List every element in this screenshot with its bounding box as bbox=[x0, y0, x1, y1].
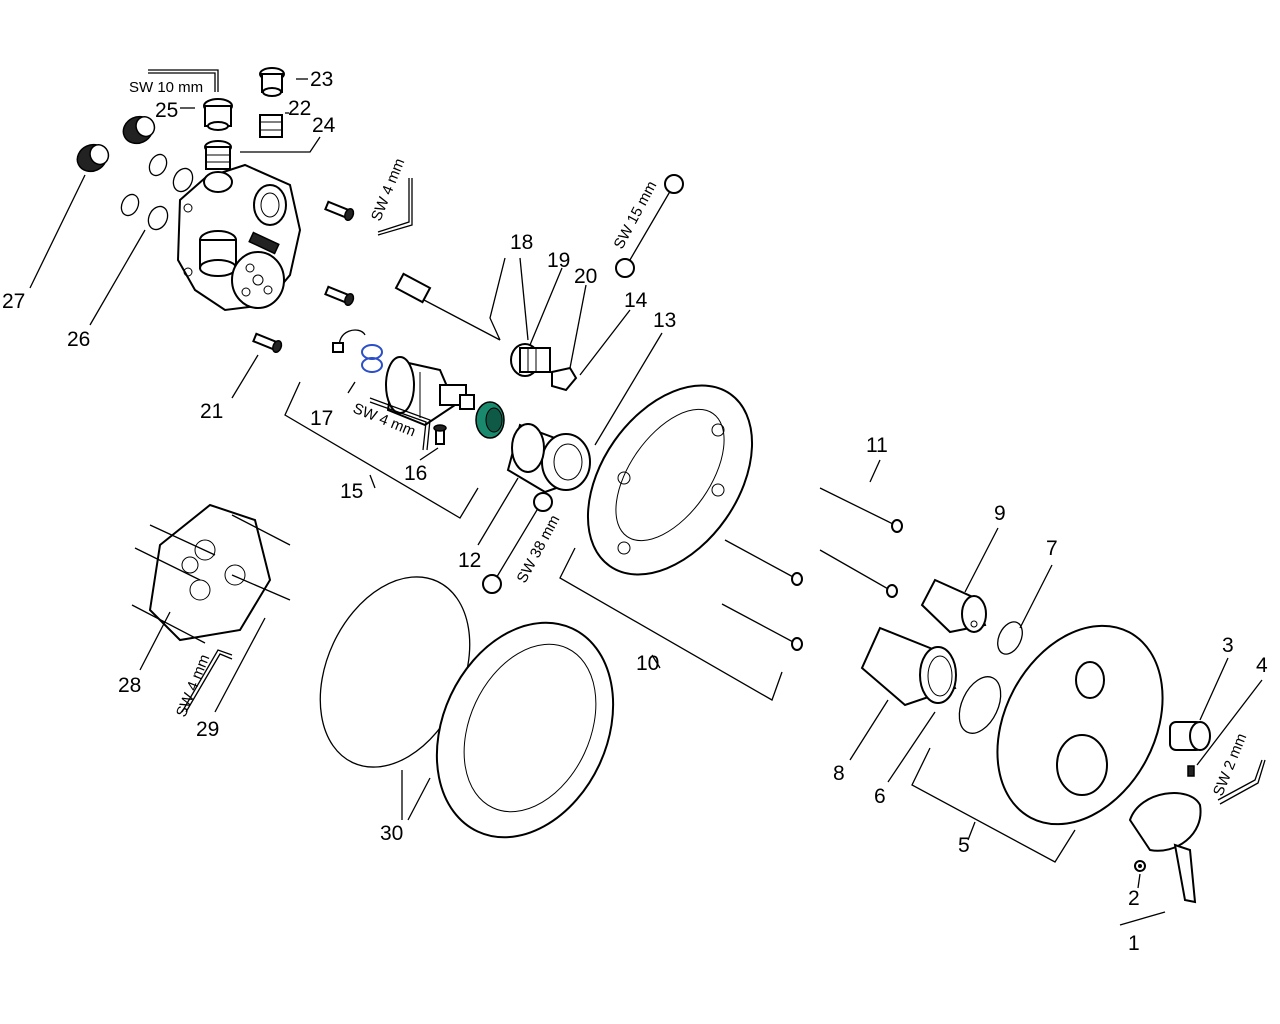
hex-key-sw4-top-icon bbox=[377, 178, 413, 236]
wrench-38-icon bbox=[482, 492, 553, 594]
part-27-caps bbox=[76, 115, 156, 173]
part-5-cover-plate bbox=[996, 624, 1164, 826]
tool-label-sw38: SW 38 mm bbox=[514, 512, 564, 585]
body-screws bbox=[252, 200, 355, 354]
label-15: 15 bbox=[340, 480, 363, 503]
hex-key-sw4-mid-icon bbox=[369, 397, 431, 451]
label-23: 23 bbox=[310, 68, 333, 91]
part-10-plate bbox=[586, 384, 754, 576]
label-19: 19 bbox=[547, 249, 570, 272]
insert-parts-top bbox=[203, 67, 285, 170]
leader-lines bbox=[29, 78, 1263, 926]
part-8-sleeve bbox=[860, 626, 957, 707]
part-number-labels: 1 2 3 4 5 6 7 8 9 10 11 12 13 14 15 16 1… bbox=[2, 68, 1268, 955]
part-13-sleeve bbox=[506, 423, 591, 494]
label-14: 14 bbox=[624, 289, 648, 312]
hex-key-sw10-icon bbox=[148, 69, 219, 92]
tool-label-sw4-low: SW 4 mm bbox=[173, 652, 213, 719]
part-6-oring bbox=[958, 676, 1002, 734]
part-26-orings bbox=[120, 153, 194, 231]
tool-label-sw15: SW 15 mm bbox=[611, 178, 661, 251]
label-9: 9 bbox=[994, 502, 1006, 525]
part-2-screw bbox=[1134, 860, 1146, 872]
wrench-15-icon bbox=[615, 174, 684, 278]
label-7: 7 bbox=[1046, 537, 1058, 560]
label-18: 18 bbox=[510, 231, 533, 254]
label-2: 2 bbox=[1128, 887, 1140, 910]
label-21: 21 bbox=[200, 400, 223, 423]
tool-label-sw10: SW 10 mm bbox=[129, 79, 203, 96]
part-19-20-diverter bbox=[510, 343, 578, 392]
label-11: 11 bbox=[866, 434, 888, 457]
label-26: 26 bbox=[67, 328, 90, 351]
part-30-ring bbox=[435, 621, 615, 839]
part-28-29-bracket bbox=[131, 503, 291, 644]
label-28: 28 bbox=[118, 674, 141, 697]
label-20: 20 bbox=[574, 265, 597, 288]
part-18-spindle bbox=[394, 272, 501, 341]
hex-key-sw4-low-icon bbox=[181, 649, 233, 713]
tool-label-sw4-top: SW 4 mm bbox=[368, 156, 408, 223]
label-3: 3 bbox=[1222, 634, 1234, 657]
label-27: 27 bbox=[2, 290, 25, 313]
label-25: 25 bbox=[155, 99, 178, 122]
part-1-handle bbox=[1128, 792, 1202, 904]
label-17: 17 bbox=[310, 407, 333, 430]
label-24: 24 bbox=[312, 114, 336, 137]
part-15-cartridge bbox=[385, 356, 475, 427]
part-4-setscrew bbox=[1187, 765, 1195, 777]
label-1: 1 bbox=[1128, 932, 1140, 955]
part-3-button bbox=[1169, 721, 1211, 751]
part-7-oring bbox=[997, 621, 1023, 655]
label-30: 30 bbox=[380, 822, 403, 845]
label-10: 10 bbox=[636, 652, 659, 675]
label-13: 13 bbox=[653, 309, 676, 332]
part-14-green-ring bbox=[475, 401, 505, 439]
label-16: 16 bbox=[404, 462, 427, 485]
valve-body bbox=[176, 163, 302, 312]
label-22: 22 bbox=[288, 97, 311, 120]
hex-key-sw2-icon bbox=[1217, 759, 1266, 805]
label-8: 8 bbox=[833, 762, 845, 785]
part-17-clip bbox=[332, 329, 383, 373]
part-11-screws bbox=[721, 487, 903, 651]
label-4: 4 bbox=[1256, 654, 1268, 677]
label-12: 12 bbox=[458, 549, 481, 572]
label-5: 5 bbox=[958, 834, 970, 857]
part-16-screw bbox=[433, 424, 447, 445]
part-9-sleeve bbox=[920, 578, 987, 634]
label-6: 6 bbox=[874, 785, 886, 808]
label-29: 29 bbox=[196, 718, 219, 741]
